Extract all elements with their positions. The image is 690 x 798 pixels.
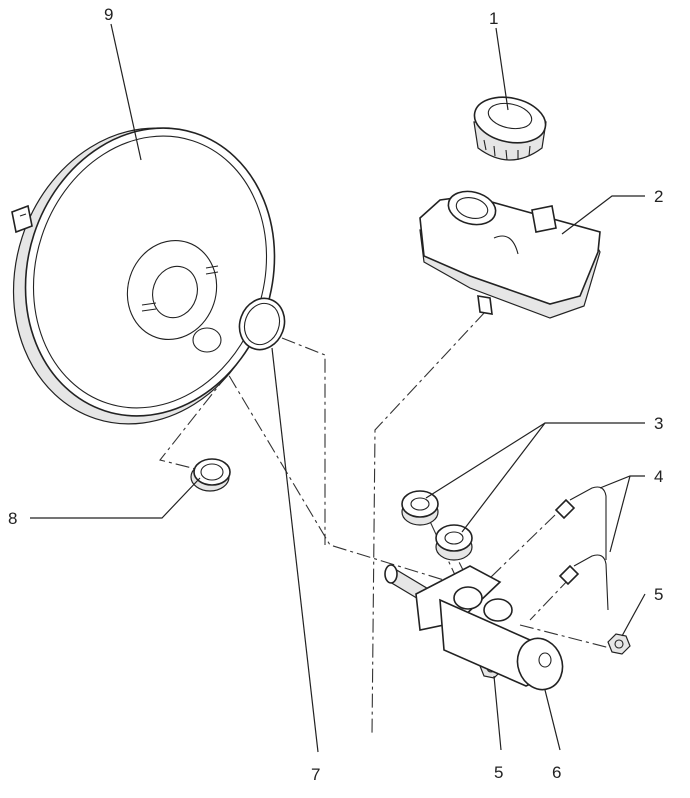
- callout-labels: 1 2 3 4 5 5 6 7 8 9: [8, 5, 663, 784]
- nut-right: [607, 633, 631, 655]
- callout-8: 8: [8, 509, 17, 528]
- callout-1: 1: [489, 9, 498, 28]
- callout-5-right: 5: [654, 585, 663, 604]
- brake-fluid-reservoir: [419, 190, 601, 319]
- callout-5-bottom: 5: [494, 763, 503, 782]
- grommet: [190, 458, 231, 492]
- leader-lines: [30, 23, 646, 753]
- callout-3: 3: [654, 414, 663, 433]
- callout-6: 6: [552, 763, 561, 782]
- reservoir-grommets: [401, 490, 473, 561]
- callout-7: 7: [311, 765, 320, 784]
- callout-4: 4: [654, 467, 663, 486]
- callout-2: 2: [654, 187, 663, 206]
- seal-ring: [238, 297, 286, 351]
- master-cylinder: [384, 564, 564, 691]
- brake-servo: [11, 127, 276, 425]
- callout-9: 9: [104, 5, 113, 24]
- reservoir-cap: [473, 96, 547, 161]
- brake-pipes: [554, 486, 609, 611]
